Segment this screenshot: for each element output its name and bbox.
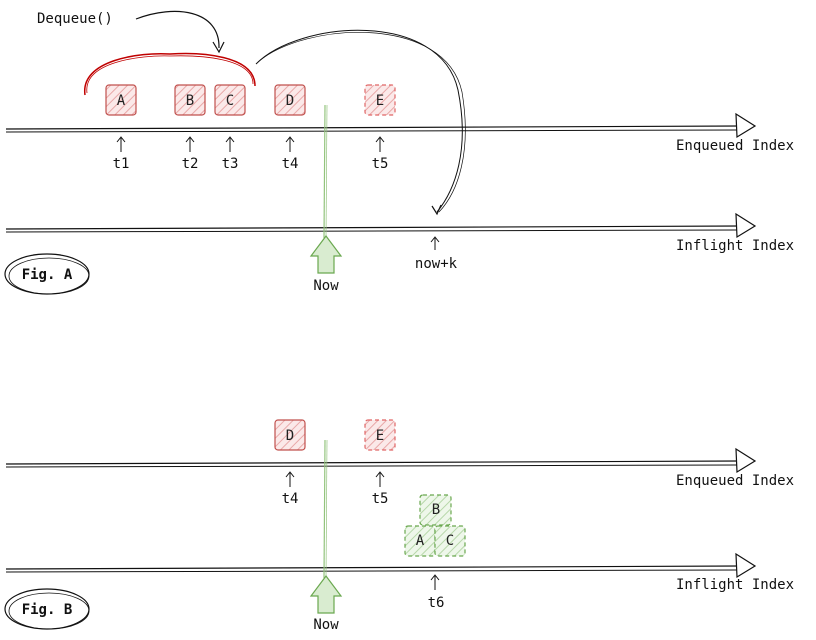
svg-text:A: A xyxy=(416,533,425,549)
tick-t5: t5 xyxy=(372,471,389,507)
svg-text:t3: t3 xyxy=(222,156,239,172)
enqueued-index-axis: Enqueued Index xyxy=(5,447,794,489)
move-arrow xyxy=(255,29,463,213)
svg-text:B: B xyxy=(186,93,194,109)
tick-t4: t4 xyxy=(282,136,299,172)
now-line xyxy=(323,439,326,579)
svg-text:D: D xyxy=(286,428,294,444)
svg-text:t2: t2 xyxy=(182,156,199,172)
selection-bracket xyxy=(84,52,256,96)
inflight-box: A xyxy=(404,525,436,557)
enqueued-index-axis: Enqueued Index xyxy=(5,112,794,154)
tick-t5: t5 xyxy=(372,136,389,172)
dequeue-arrowhead xyxy=(212,41,225,54)
svg-text:A: A xyxy=(117,93,126,109)
svg-text:t1: t1 xyxy=(113,156,130,172)
now-label: Now xyxy=(313,278,339,294)
svg-text:D: D xyxy=(286,93,294,109)
inflight-index-axis: Inflight Index xyxy=(5,552,794,593)
tick-t2: t2 xyxy=(182,136,199,172)
svg-text:Fig. A: Fig. A xyxy=(22,267,73,283)
tick-t1: t1 xyxy=(113,136,130,172)
svg-text:C: C xyxy=(446,533,454,549)
svg-text:t5: t5 xyxy=(372,156,389,172)
enqueued-box: D xyxy=(274,419,306,451)
now-plus-k-label: now+k xyxy=(415,256,458,272)
enqueued-box-pending: E xyxy=(364,84,396,116)
enqueued-box: B xyxy=(174,84,206,116)
fig-b: D E Enqueued Index t4 t5 B A xyxy=(4,419,794,633)
svg-text:C: C xyxy=(226,93,234,109)
fig-a-caption: Fig. A xyxy=(4,253,90,295)
svg-text:t4: t4 xyxy=(282,491,299,507)
tick-t6-arrow xyxy=(430,574,440,590)
dequeue-label: Dequeue() xyxy=(37,11,113,27)
now-line xyxy=(323,104,326,239)
now-plus-k-arrow xyxy=(430,236,440,250)
now-arrow xyxy=(309,235,343,274)
inflight-box: C xyxy=(434,525,466,557)
move-arrow-sketch xyxy=(257,32,466,213)
fig-b-caption: Fig. B xyxy=(4,588,90,630)
fig-a: Dequeue() A B C D E xyxy=(4,10,794,295)
svg-text:E: E xyxy=(376,93,384,109)
inflight-index-axis: Inflight Index xyxy=(5,212,794,254)
now-label: Now xyxy=(313,617,339,633)
enqueued-axis-label: Enqueued Index xyxy=(676,473,794,489)
dequeue-arrow xyxy=(135,10,220,49)
enqueued-box-pending: E xyxy=(364,419,396,451)
enqueued-box: A xyxy=(105,84,137,116)
svg-text:t4: t4 xyxy=(282,156,299,172)
tick-t3: t3 xyxy=(222,136,239,172)
inflight-box: B xyxy=(419,494,452,526)
svg-text:E: E xyxy=(376,428,384,444)
inflight-axis-label: Inflight Index xyxy=(676,238,794,254)
move-arrowhead xyxy=(431,204,442,216)
svg-text:Fig. B: Fig. B xyxy=(22,602,73,618)
inflight-axis-label: Inflight Index xyxy=(676,577,794,593)
svg-text:B: B xyxy=(432,502,440,518)
enqueued-box: C xyxy=(214,84,246,116)
svg-text:t5: t5 xyxy=(372,491,389,507)
now-arrow xyxy=(309,575,343,614)
selection-bracket-sketch xyxy=(86,55,254,94)
tick-t4: t4 xyxy=(282,471,299,507)
enqueued-axis-label: Enqueued Index xyxy=(676,138,794,154)
tick-t6-label: t6 xyxy=(428,595,445,611)
enqueued-box: D xyxy=(274,84,306,116)
